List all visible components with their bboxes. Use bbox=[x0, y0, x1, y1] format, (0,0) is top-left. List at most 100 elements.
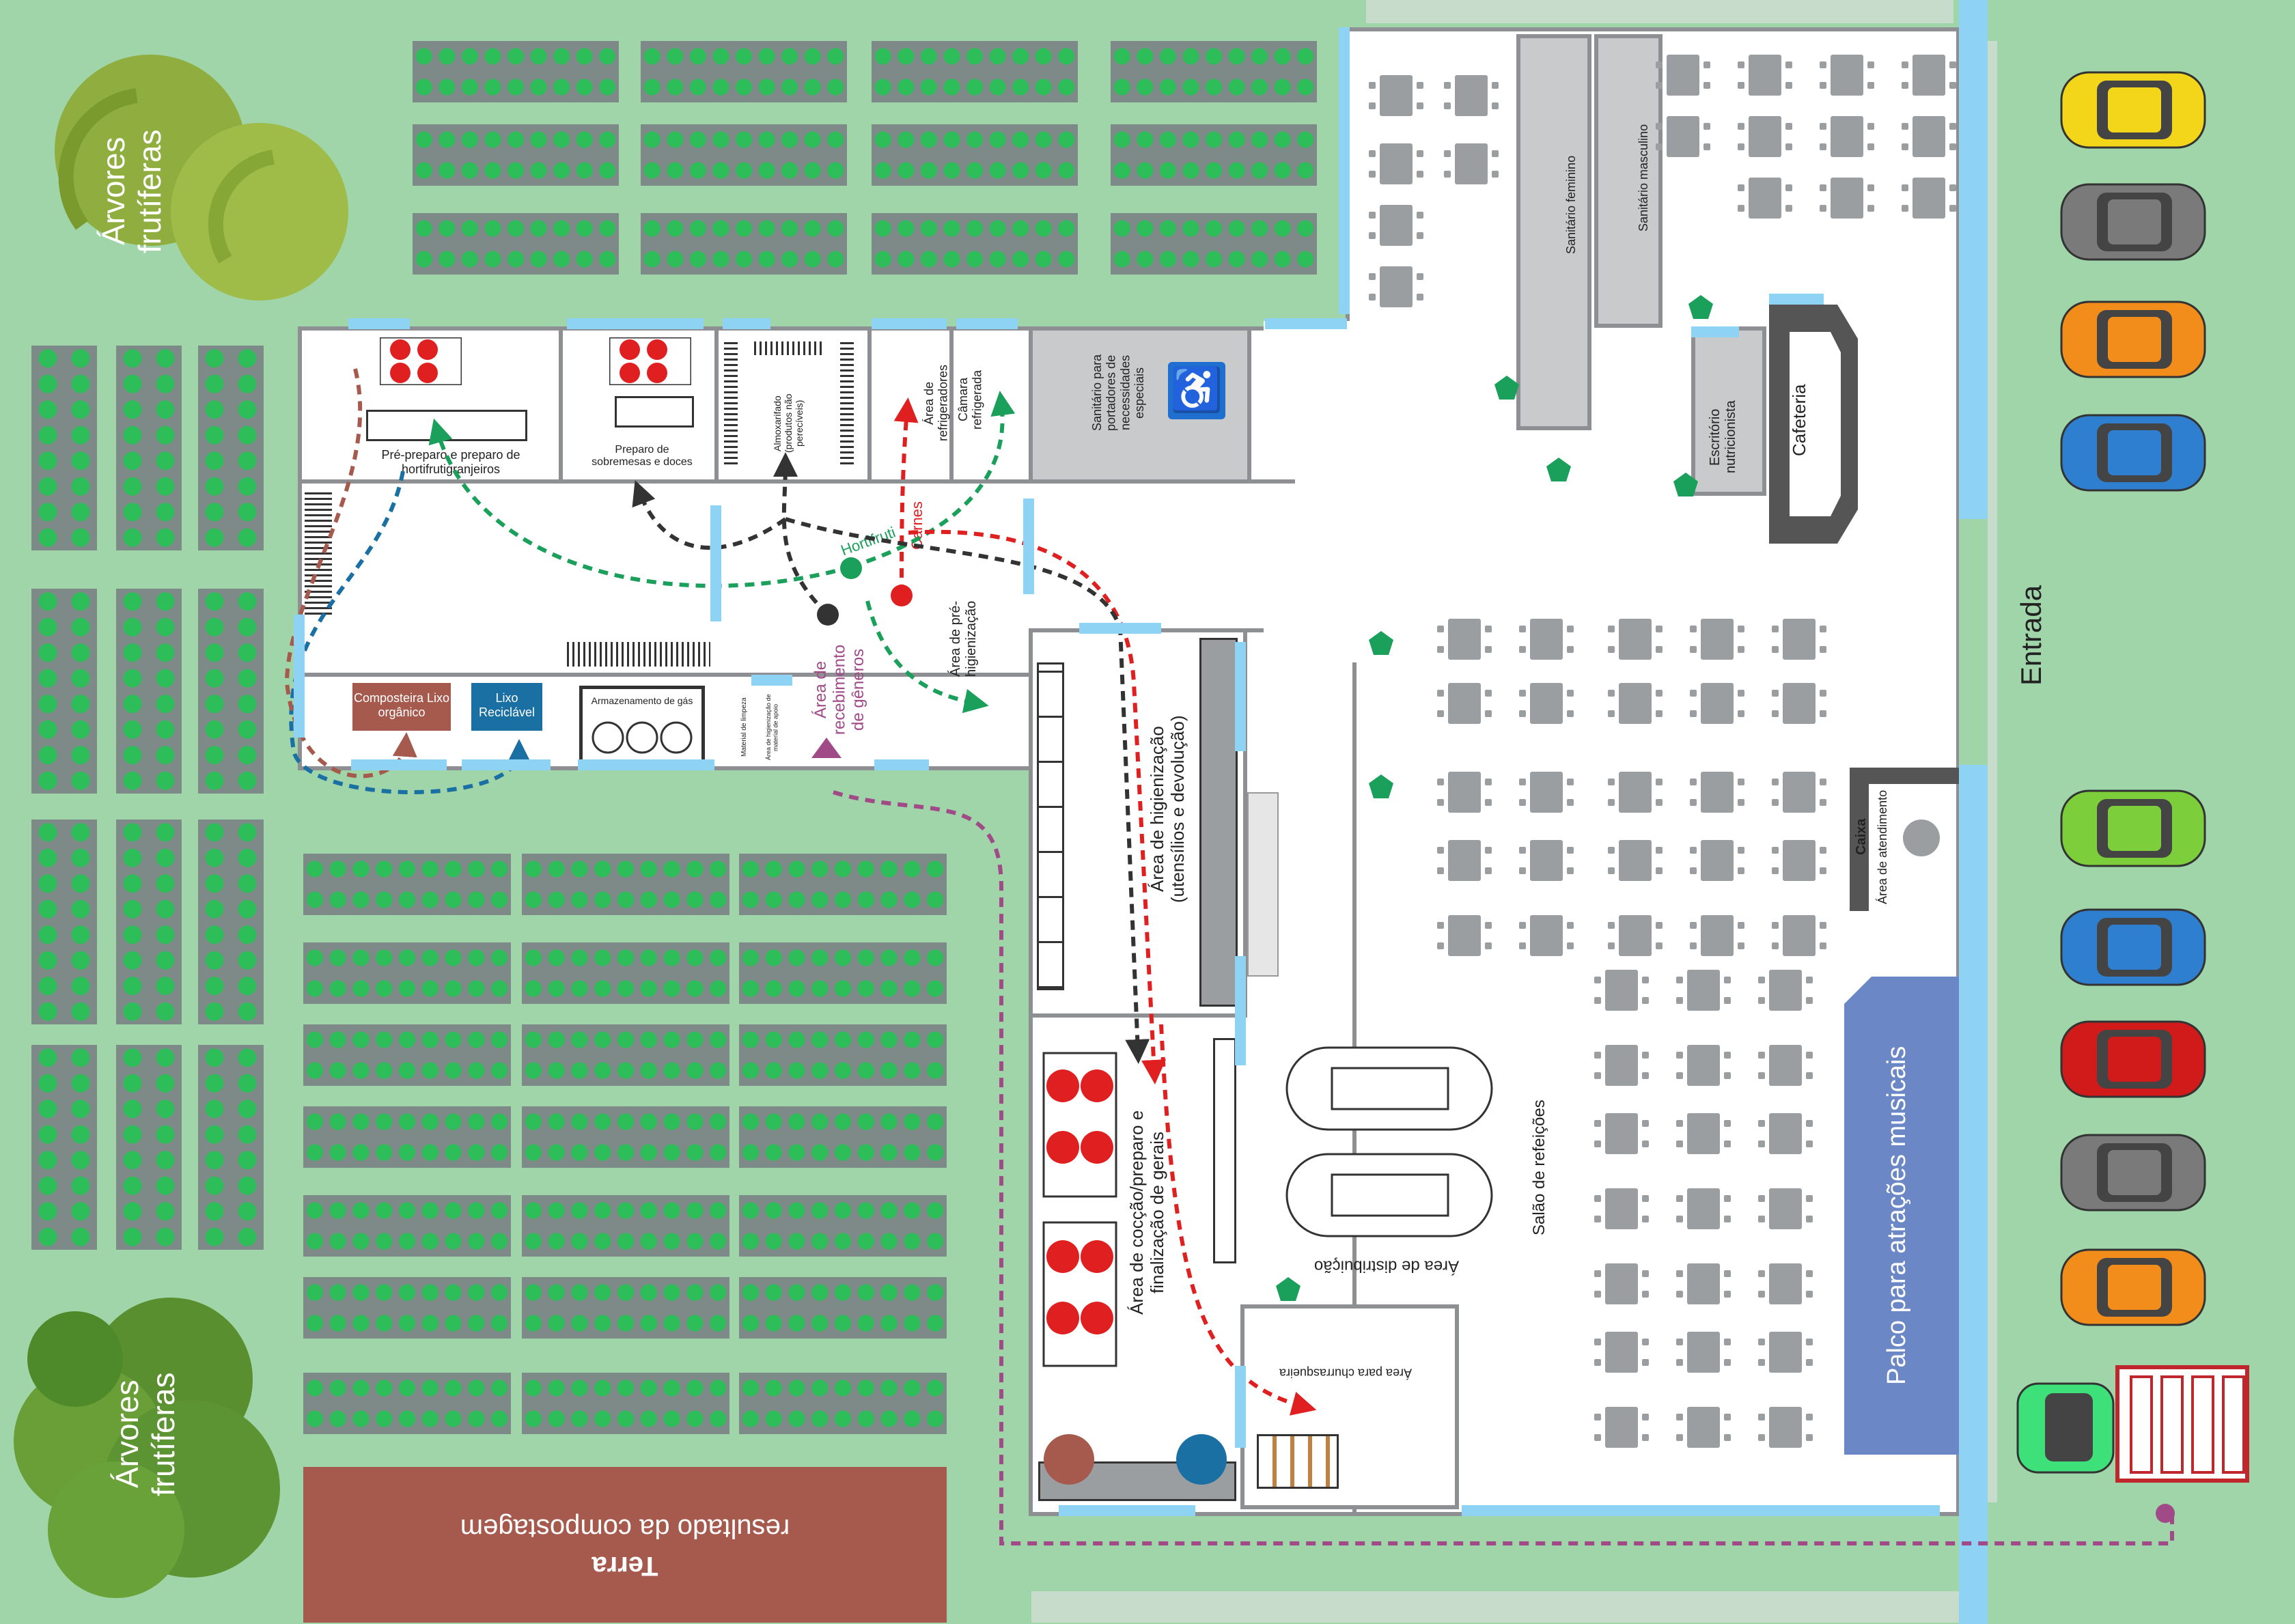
window bbox=[1769, 294, 1824, 305]
table-icon bbox=[1437, 683, 1492, 724]
table-icon bbox=[1690, 915, 1744, 956]
wall bbox=[949, 326, 954, 484]
pentagon-plant-icon bbox=[1546, 458, 1571, 481]
table-icon bbox=[1369, 266, 1423, 307]
table-icon bbox=[1437, 915, 1492, 956]
plant-bed-icon bbox=[739, 1024, 947, 1086]
stove-icon bbox=[380, 337, 462, 385]
table-icon bbox=[1772, 683, 1826, 724]
table-icon bbox=[1820, 55, 1874, 96]
table-icon bbox=[1772, 619, 1826, 660]
terra-area bbox=[303, 1467, 947, 1623]
plant-bed-icon bbox=[116, 589, 182, 794]
pentagon-plant-icon bbox=[1276, 1277, 1300, 1301]
plant-bed-icon bbox=[641, 124, 847, 186]
table-icon bbox=[1608, 772, 1663, 813]
table-icon bbox=[1690, 683, 1744, 724]
plant-bed-icon bbox=[198, 1045, 264, 1250]
sanitario-feminino bbox=[1516, 34, 1591, 430]
window bbox=[1265, 318, 1347, 329]
car-icon bbox=[2060, 1248, 2206, 1326]
table-icon bbox=[1608, 840, 1663, 881]
table-icon bbox=[1594, 1407, 1649, 1448]
table-icon bbox=[1444, 143, 1499, 184]
plant-bed-icon bbox=[31, 346, 97, 550]
shelf bbox=[567, 642, 710, 667]
entrance-wall bbox=[1959, 0, 1988, 1624]
window bbox=[462, 759, 551, 770]
composteira-bin: Composteira Lixo orgânico bbox=[352, 683, 451, 731]
table-icon bbox=[1820, 178, 1874, 219]
table-icon bbox=[1437, 840, 1492, 881]
table-icon bbox=[1369, 143, 1423, 184]
table-icon bbox=[1772, 915, 1826, 956]
car-icon bbox=[2060, 908, 2206, 986]
coccao-counter bbox=[1213, 1038, 1236, 1263]
preparo-horti-label: Pré-preparo e preparo de hortifrutigranj… bbox=[381, 448, 520, 476]
car-icon bbox=[2060, 71, 2206, 149]
hedge-bottom bbox=[1031, 1591, 1974, 1623]
dish-rack bbox=[1037, 662, 1064, 990]
plant-bed-icon bbox=[303, 1195, 511, 1257]
table-icon bbox=[1772, 772, 1826, 813]
plant-bed-icon bbox=[522, 1195, 729, 1257]
car-icon bbox=[2060, 1134, 2206, 1212]
window bbox=[710, 505, 721, 621]
sanitario-masculino bbox=[1594, 34, 1663, 328]
wall bbox=[298, 479, 1295, 484]
bin-brown bbox=[1044, 1434, 1094, 1485]
table-icon bbox=[1594, 1045, 1649, 1086]
table-icon bbox=[1594, 1188, 1649, 1229]
reciclavel-bin: Lixo Reciclável bbox=[471, 683, 542, 731]
plant-bed-icon bbox=[303, 1277, 511, 1339]
table-icon bbox=[1676, 1407, 1731, 1448]
plant-bed-icon bbox=[303, 942, 511, 1004]
table-icon bbox=[1758, 1188, 1813, 1229]
table-icon bbox=[1676, 1332, 1731, 1373]
table-icon bbox=[1738, 55, 1792, 96]
plant-bed-icon bbox=[522, 854, 729, 915]
table-icon bbox=[1676, 1263, 1731, 1304]
car-icon bbox=[2060, 414, 2206, 492]
shelf bbox=[754, 341, 822, 355]
table-icon bbox=[1594, 970, 1649, 1011]
table-icon bbox=[1608, 619, 1663, 660]
car-icon bbox=[2060, 183, 2206, 261]
table-icon bbox=[1772, 840, 1826, 881]
window bbox=[1235, 956, 1246, 1065]
plant-bed-icon bbox=[198, 589, 264, 794]
gas-storage-label: Armazenamento de gás bbox=[591, 695, 693, 706]
window bbox=[1691, 326, 1739, 337]
corridor-floor bbox=[1264, 321, 1359, 662]
table-icon bbox=[1738, 116, 1792, 157]
shelf bbox=[724, 341, 738, 464]
table-icon bbox=[1758, 970, 1813, 1011]
wall bbox=[298, 673, 1029, 677]
plant-bed-icon bbox=[303, 1106, 511, 1168]
table-icon bbox=[1902, 178, 1956, 219]
table-icon bbox=[1690, 772, 1744, 813]
table-icon bbox=[1758, 1113, 1813, 1154]
plant-bed-icon bbox=[739, 942, 947, 1004]
table-icon bbox=[1758, 1332, 1813, 1373]
window bbox=[723, 318, 770, 329]
pentagon-plant-icon bbox=[1369, 631, 1393, 655]
preparo-sobremesas-label: Preparo de sobremesas e doces bbox=[592, 444, 693, 468]
entrance-gap bbox=[1959, 519, 1988, 765]
plant-bed-icon bbox=[116, 346, 182, 550]
table-icon bbox=[1369, 75, 1423, 116]
car-icon bbox=[2060, 300, 2206, 378]
table-icon bbox=[1902, 55, 1956, 96]
window bbox=[1235, 1366, 1246, 1448]
pentagon-plant-icon bbox=[1369, 774, 1393, 798]
table-icon bbox=[1690, 619, 1744, 660]
gas-cylinders bbox=[592, 721, 693, 754]
car-icon bbox=[2060, 1020, 2206, 1098]
plant-bed-icon bbox=[739, 1195, 947, 1257]
stage bbox=[1844, 977, 1960, 1455]
table-icon bbox=[1676, 1045, 1731, 1086]
buffet-table bbox=[1285, 1046, 1493, 1237]
cafeteria-counter bbox=[1769, 305, 1858, 544]
wall bbox=[714, 326, 719, 484]
